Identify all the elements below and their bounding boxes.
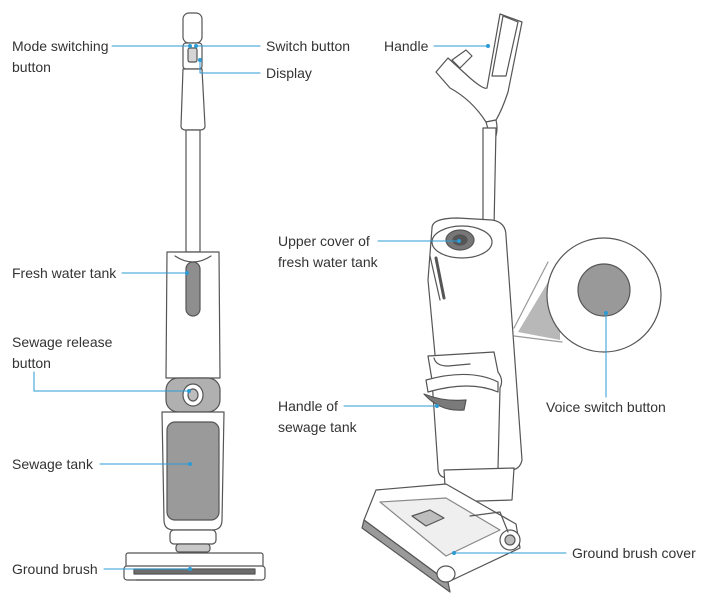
label-mode-switching-button: Mode switching button [12, 38, 109, 75]
label-switch-button: Switch button [266, 38, 351, 54]
side-sewage-tank [427, 351, 503, 479]
front-pole [185, 129, 201, 253]
leader-sewage-release [33, 371, 189, 392]
label-voice-switch-button: Voice switch button [546, 399, 666, 415]
side-view [361, 13, 523, 593]
zoom-detail [513, 237, 662, 353]
side-pole [482, 127, 497, 229]
label-sewage-release-button: Sewage release button [12, 334, 113, 371]
label-fresh-water-tank: Fresh water tank [12, 265, 117, 281]
leader-display [199, 59, 261, 74]
sewage-tank-window [166, 421, 220, 521]
voice-switch-shape [577, 263, 631, 317]
side-brush-side [361, 519, 451, 593]
front-view [123, 12, 266, 581]
front-handle-grip [182, 12, 203, 44]
front-brush-roller [133, 568, 256, 575]
front-handle-body [180, 68, 206, 131]
label-ground-brush: Ground brush [12, 561, 98, 577]
label-display: Display [266, 65, 312, 81]
water-level-window [185, 261, 201, 317]
leader-lines [33, 45, 607, 570]
label-ground-brush-cover: Ground brush cover [572, 545, 696, 561]
sewage-handle-band [423, 393, 467, 411]
display-screen [187, 47, 198, 63]
brush-release-tab [411, 509, 445, 527]
label-sewage-tank: Sewage tank [12, 456, 93, 472]
label-handle: Handle [384, 38, 429, 54]
sewage-handle-top [425, 373, 499, 393]
label-handle-of-sewage-tank: Handle of sewage tank [278, 398, 357, 435]
leader-dots [185, 44, 608, 571]
label-upper-cover-fresh-water-tank: Upper cover of fresh water tank [278, 233, 378, 270]
